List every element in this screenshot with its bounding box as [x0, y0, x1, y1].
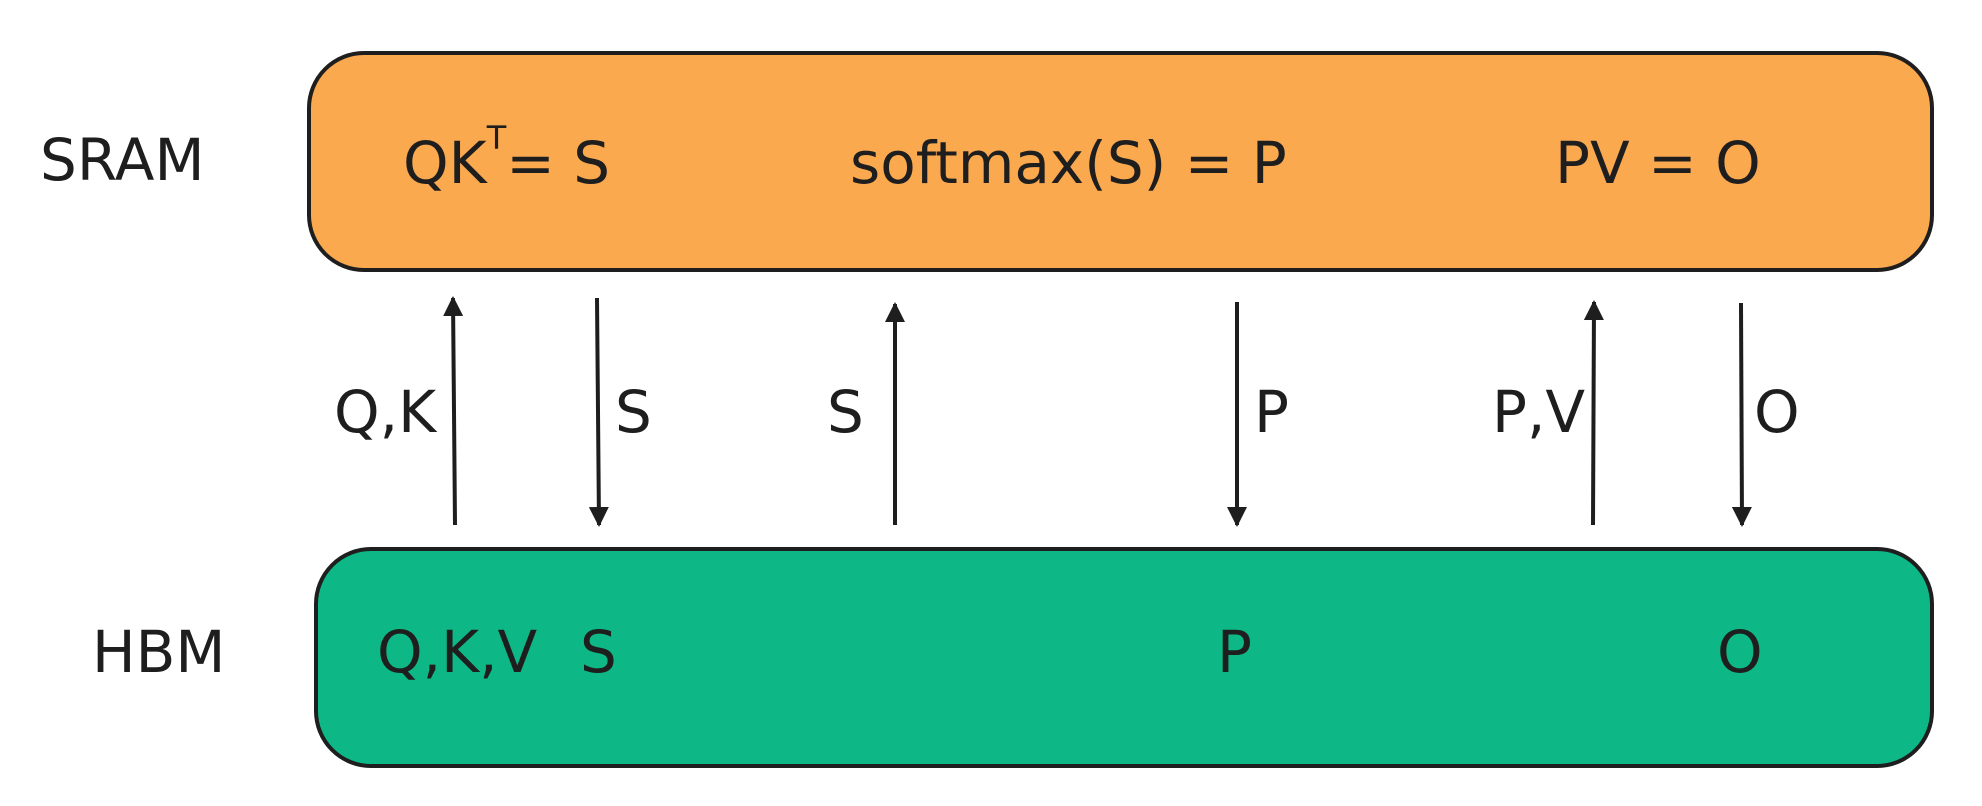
arrow-up-pv — [1583, 300, 1604, 526]
transfer-label-pv: P,V — [1492, 378, 1585, 446]
arrow-down-s — [588, 297, 609, 527]
transfer-label-p: P — [1254, 378, 1289, 446]
formula-qk-base: QK — [403, 129, 489, 197]
transfer-label-o: O — [1754, 378, 1800, 446]
arrow-up-qk — [443, 296, 464, 526]
formula-qk-result: = S — [506, 129, 610, 197]
hbm-item-o: O — [1717, 618, 1763, 686]
hbm-item-s: S — [580, 618, 617, 686]
sram-box — [307, 51, 1934, 272]
transfer-label-s-up: S — [827, 378, 864, 446]
formula-qk-superscript: T — [486, 119, 507, 157]
hbm-box — [314, 547, 1934, 768]
formula-softmax: softmax(S) = P — [850, 129, 1287, 197]
transfer-label-qk: Q,K — [334, 378, 438, 446]
sram-label: SRAM — [40, 126, 204, 194]
formula-pv-equals-o: PV = O — [1555, 129, 1761, 197]
hbm-item-p: P — [1217, 618, 1252, 686]
arrow-down-o — [1731, 302, 1752, 527]
hbm-item-qkv: Q,K,V — [377, 618, 538, 686]
transfer-label-s-down: S — [615, 378, 652, 446]
hbm-label: HBM — [92, 618, 225, 686]
formula-qk-equals-s: QKT= S — [403, 119, 610, 197]
